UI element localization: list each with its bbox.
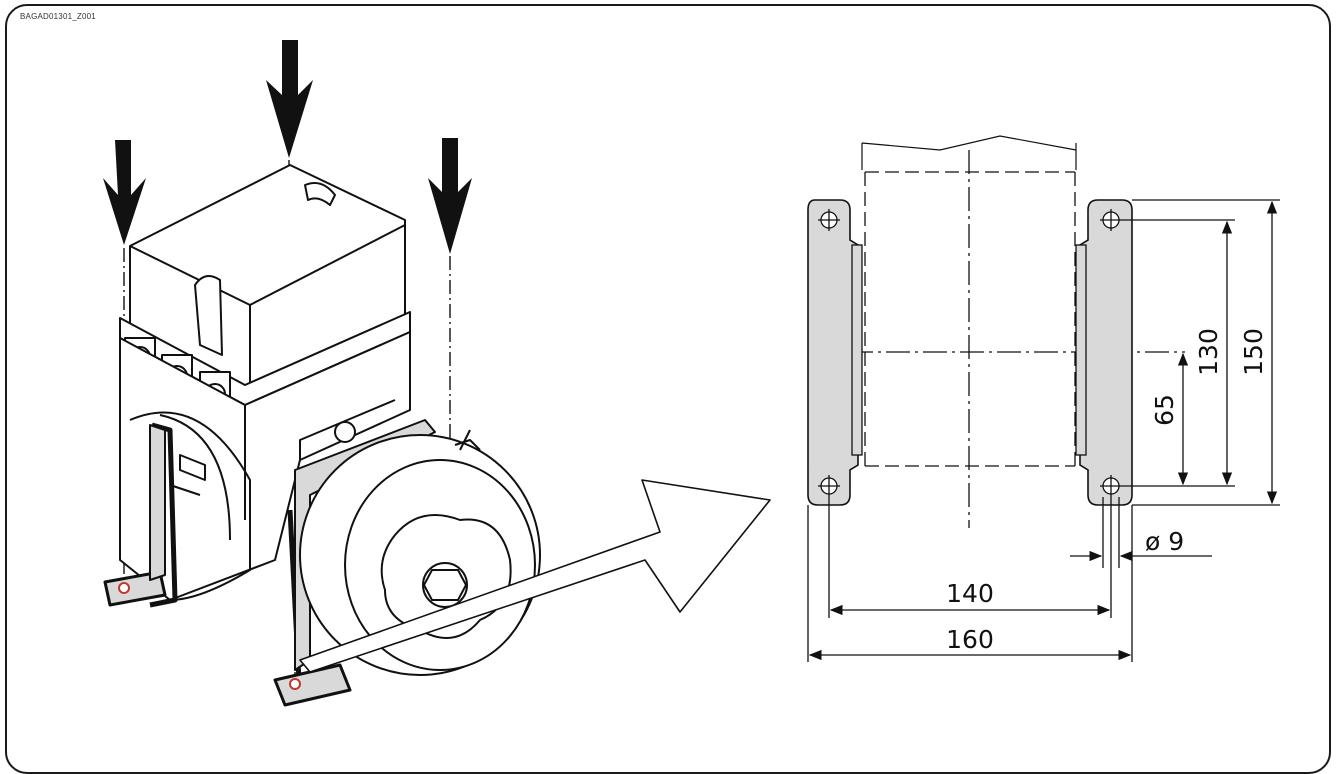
bracket-left — [807, 199, 859, 506]
detail-callout-arrow — [299, 479, 771, 673]
actuator-illustration — [103, 40, 771, 707]
mounting-arrow-icon — [428, 138, 472, 254]
dimension-drawing — [807, 135, 1280, 662]
dim-label-130: 130 — [1194, 328, 1223, 376]
mounting-arrow-icon — [103, 140, 146, 245]
mounting-hole-left — [118, 582, 130, 594]
figure-id-label: BAGAD01301_Z001 — [20, 12, 96, 21]
gasket-outline — [149, 422, 178, 608]
mounting-hole-right — [289, 678, 301, 690]
dim-label-160: 160 — [946, 625, 994, 654]
mounting-arrow-icon — [266, 40, 313, 158]
installation-drawing: 150 130 65 140 160 ø 9 — [103, 40, 1280, 707]
bracket-right — [1079, 199, 1133, 506]
dim-label-150: 150 — [1239, 328, 1268, 376]
dim-label-hole-diameter: ø 9 — [1145, 527, 1184, 556]
dim-label-65: 65 — [1150, 394, 1179, 426]
dim-label-140: 140 — [946, 579, 994, 608]
